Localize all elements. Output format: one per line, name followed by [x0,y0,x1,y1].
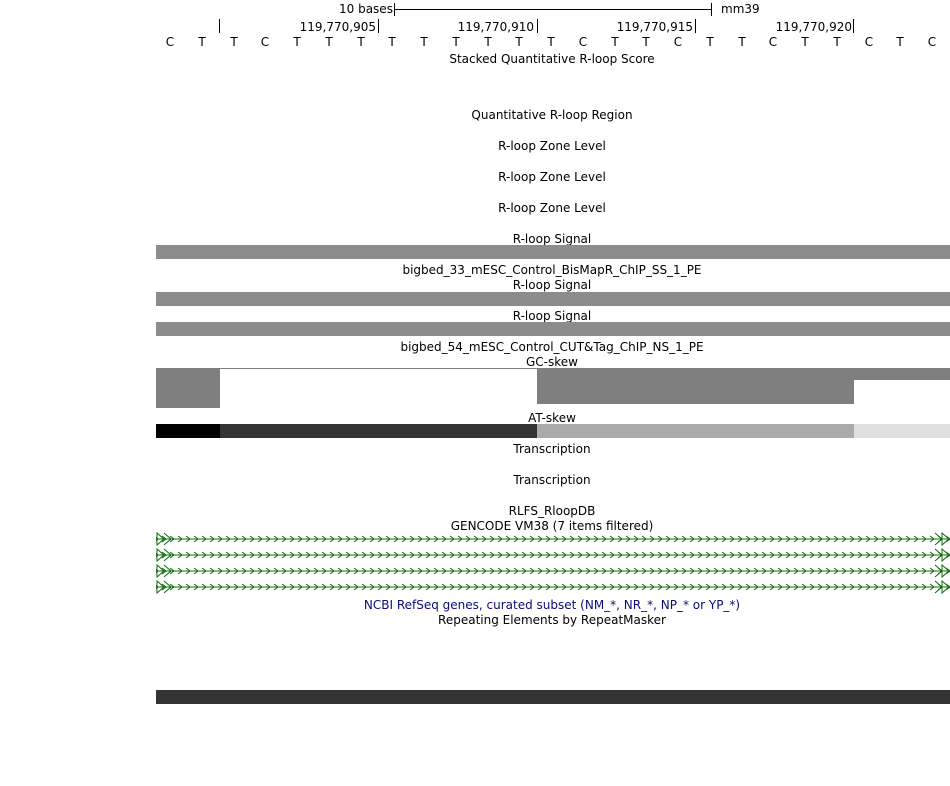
track-label-refseq[interactable]: NCBI RefSeq genes, curated subset (NM_*,… [363,598,741,612]
scale-label: 10 bases [339,2,393,16]
rloop-signal-bar-2[interactable] [156,292,950,306]
track-label-rloop-signal-2[interactable]: R-loop Signal [512,278,592,292]
coordinate-label: 119,770,920 [775,20,852,34]
base: C [673,35,683,49]
scale-bar-right-tick [711,3,712,16]
base: T [230,35,238,49]
base: T [420,35,428,49]
base: T [293,35,301,49]
track-label-at-skew[interactable]: AT-skew [528,411,576,425]
scale-bar-line [394,9,712,10]
base: T [833,35,841,49]
track-label-zone-level-1[interactable]: R-loop Zone Level [498,139,606,153]
track-label-bigbed-33[interactable]: bigbed_33_mESC_Control_BisMapR_ChIP_SS_1… [402,263,702,277]
base: C [260,35,270,49]
base: T [611,35,619,49]
track-label-stacked-rloop-score[interactable]: Stacked Quantitative R-loop Score [449,52,655,66]
ruler-tick [695,19,696,33]
ruler-tick [537,19,538,33]
coordinate-label: 119,770,915 [616,20,693,34]
base: T [325,35,333,49]
track-label-zone-level-3[interactable]: R-loop Zone Level [498,201,606,215]
ruler-tick [378,19,379,33]
gene-row[interactable] [156,548,950,562]
base: C [927,35,937,49]
track-label-bigbed-54[interactable]: bigbed_54_mESC_Control_CUT&Tag_ChIP_NS_1… [400,340,704,354]
base: T [357,35,365,49]
base: C [578,35,588,49]
repeatmasker-bar[interactable] [156,690,950,704]
base: T [547,35,555,49]
at-skew-segment [854,424,950,438]
base: T [801,35,809,49]
gc-skew-bar [854,368,950,380]
track-label-rlfs[interactable]: RLFS_RloopDB [508,504,596,518]
gc-skew-bar [156,368,220,408]
coordinate-label: 119,770,910 [457,20,534,34]
track-label-zone-level-2[interactable]: R-loop Zone Level [498,170,606,184]
ruler-tick [853,19,854,33]
gene-row[interactable] [156,532,950,546]
gc-skew-bar [537,368,854,404]
gene-row[interactable] [156,580,950,594]
base: T [484,35,492,49]
base: C [165,35,175,49]
base: T [738,35,746,49]
base: C [768,35,778,49]
track-label-transcription-1[interactable]: Transcription [513,442,591,456]
base: T [452,35,460,49]
ruler-tick [219,19,220,33]
base: T [642,35,650,49]
base: T [388,35,396,49]
rloop-signal-bar-1[interactable] [156,245,950,259]
base: T [198,35,206,49]
at-skew-segment [537,424,854,438]
assembly-label: mm39 [721,2,760,16]
track-label-rloop-signal-1[interactable]: R-loop Signal [512,232,592,246]
coordinate-label: 119,770,905 [299,20,376,34]
base: C [864,35,874,49]
track-label-gc-skew[interactable]: GC-skew [526,355,578,369]
track-label-rloop-signal-3[interactable]: R-loop Signal [512,309,592,323]
track-label-gencode[interactable]: GENCODE VM38 (7 items filtered) [450,519,654,533]
track-label-transcription-2[interactable]: Transcription [513,473,591,487]
track-label-rloop-region[interactable]: Quantitative R-loop Region [471,108,633,122]
base: T [706,35,714,49]
base: T [515,35,523,49]
track-label-repeatmasker[interactable]: Repeating Elements by RepeatMasker [438,613,666,627]
rloop-signal-bar-3[interactable] [156,322,950,336]
at-skew-segment [156,424,220,438]
gene-row[interactable] [156,564,950,578]
at-skew-segment [220,424,537,438]
base: T [896,35,904,49]
